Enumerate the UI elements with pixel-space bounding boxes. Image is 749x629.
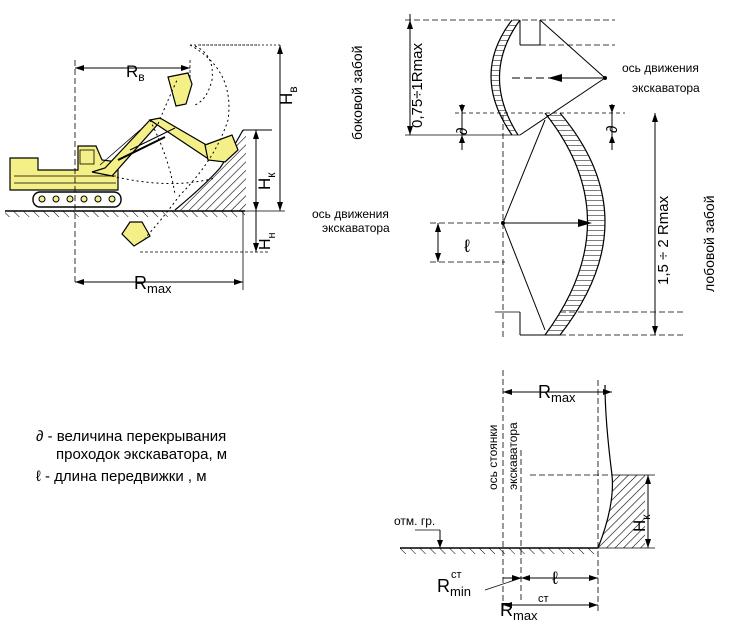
legend-delta-line2: проходок экскаватора, м	[56, 446, 228, 463]
r-min-label: Rmin	[437, 576, 471, 599]
bucket-main	[204, 134, 239, 163]
hydraulic-cylinder	[117, 136, 166, 161]
axis-top-line1: ось движения	[622, 61, 699, 75]
delta-left-label: ∂	[454, 128, 471, 135]
face-slope-hatch	[598, 475, 645, 548]
side-radius-top	[539, 19, 606, 79]
bucket-lower	[121, 221, 151, 247]
front-radius-bottom	[502, 222, 546, 331]
ground-hatch-right	[400, 548, 598, 554]
front-radius-top	[502, 119, 546, 224]
r-max-st-label: Rmax	[500, 600, 538, 623]
l-mark-mid: ℓ	[464, 236, 470, 256]
front-range-label: 1,5 ÷ 2 Rmax	[655, 195, 672, 285]
bucket-upper	[167, 72, 193, 107]
axis-mid-line1: ось движения	[312, 207, 389, 221]
h-k-right-label: Нк	[630, 514, 653, 532]
r-max-left-label: Rmax	[134, 273, 172, 296]
side-face-section: боковой забой 0,75÷1Rmax ∂ ось движения …	[349, 14, 700, 150]
delta-right-label: ∂	[604, 126, 621, 133]
side-face-label: боковой забой	[349, 46, 365, 140]
cab-window	[79, 149, 95, 165]
r-min-sup-label: ст	[451, 569, 462, 581]
axis-top-line2: экскаватора	[632, 81, 700, 95]
ground-hatch-left	[5, 211, 245, 217]
excavator-section: Rв Нв Нк Нн Rmax	[5, 44, 300, 296]
r-max-st-sup-label: ст	[538, 593, 549, 605]
l-mark-bottom: ℓ	[552, 568, 558, 588]
slope-line	[174, 129, 244, 211]
axis-mid-line2: экскаватора	[322, 221, 390, 235]
crawler-track	[32, 191, 122, 208]
r-max-bottom-label: Rmax	[538, 382, 576, 405]
stand-axis-line1: ось стоянки	[486, 425, 500, 490]
front-face-hatch	[545, 113, 605, 335]
legend-l-line: ℓ - длина передвижки , м	[36, 468, 207, 485]
side-range-label: 0,75÷1Rmax	[409, 43, 426, 128]
front-face-label: лобовой забой	[701, 195, 717, 292]
side-arrow	[548, 74, 562, 82]
stand-axis-line2: экскаватора	[506, 422, 520, 490]
side-radius-bottom	[519, 77, 606, 136]
bucket-trajectory	[144, 44, 230, 239]
r-v-label: Rв	[126, 62, 145, 84]
slope-hatch	[175, 130, 246, 211]
h-v-label: Нв	[277, 86, 300, 105]
side-face-hatch	[491, 20, 520, 135]
standing-section: Rmax ось стоянки экскаватора Нк отм. гр.…	[394, 370, 655, 623]
front-face-section: ось движения экскаватора ℓ ∂ 1,5 ÷ 2 Rma…	[312, 104, 717, 340]
h-n-label: Нн	[257, 232, 278, 250]
h-k-left-label: Нк	[255, 172, 278, 190]
ground-mark-label: отм. гр.	[394, 514, 435, 528]
front-arrow	[578, 219, 592, 227]
legend-delta-line1: ∂ - величина перекрывания	[36, 428, 227, 445]
